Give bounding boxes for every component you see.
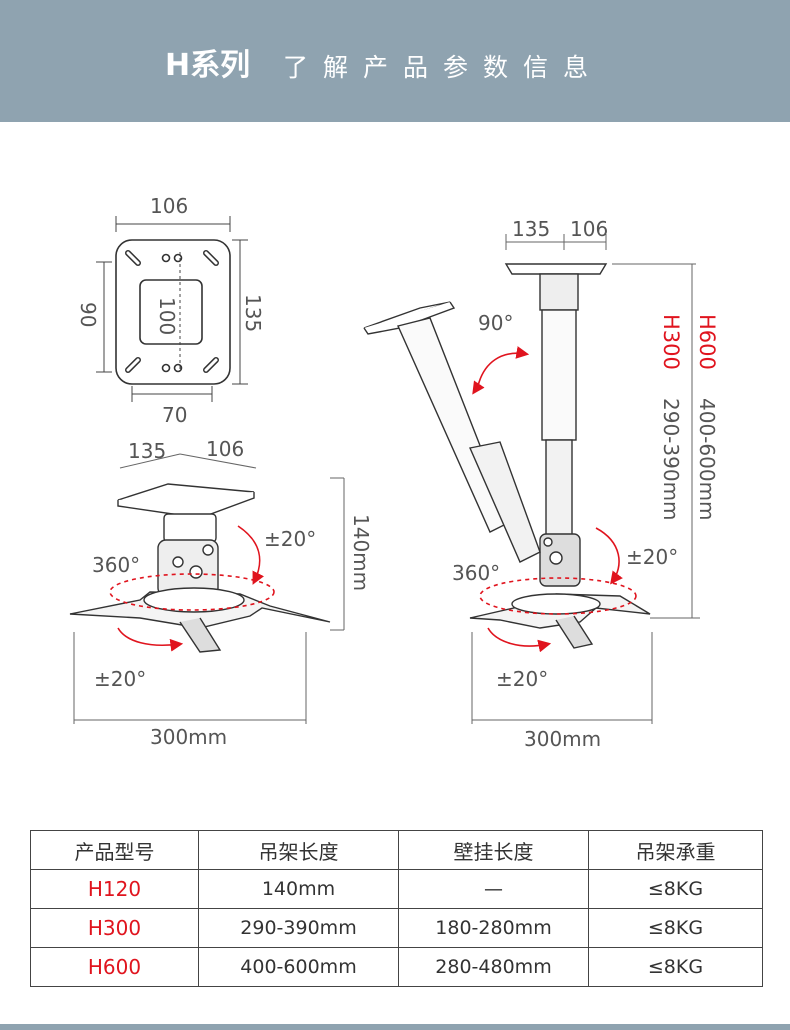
long-range-h600: 400-600mm — [695, 398, 719, 521]
long-tilt-angle-label: 90° — [478, 311, 513, 335]
cell-wall: 180-280mm — [398, 908, 589, 948]
short-width-dim: 300mm — [150, 725, 227, 749]
short-tilt-label: ±20° — [264, 527, 316, 551]
cell-wall: 280-480mm — [398, 947, 589, 987]
short-height-dim: 140mm — [349, 514, 373, 591]
header-banner: H系列 了解产品参数信息 — [0, 0, 790, 122]
header-model: 产品型号 — [30, 830, 199, 870]
cell-wall: — — [398, 869, 589, 909]
header-wall-length: 壁挂长度 — [398, 830, 589, 870]
mounting-plate — [115, 239, 231, 385]
table-header-row: 产品型号 吊架长度 壁挂长度 吊架承重 — [30, 830, 763, 870]
plate-inner-dim: 100 — [155, 297, 179, 335]
table-row: H300 290-390mm 180-280mm ≤8KG — [30, 908, 763, 948]
long-mount-dim-lines — [471, 234, 700, 724]
plate-dimension-lines — [96, 216, 248, 402]
plate-left-dim: 90 — [76, 302, 100, 327]
header-hang-length: 吊架长度 — [198, 830, 399, 870]
long-top-right-dim: 106 — [570, 217, 608, 241]
cell-load: ≤8KG — [588, 908, 763, 948]
long-model-h300: H300 — [659, 314, 683, 370]
product-diagram: 106 90 100 135 70 135 106 140mm ±20° 360… — [69, 194, 719, 751]
series-subtitle: 了解产品参数信息 — [283, 53, 604, 82]
short-top-left-dim: 135 — [128, 439, 166, 463]
short-mount-dim-lines — [73, 453, 345, 724]
plate-right-dim: 135 — [241, 294, 265, 332]
long-mount-arrows — [472, 346, 637, 653]
header-load: 吊架承重 — [588, 830, 763, 870]
cell-hang: 400-600mm — [198, 947, 399, 987]
plate-top-dim: 106 — [150, 194, 188, 218]
cell-model: H120 — [30, 869, 199, 909]
long-range-h300: 290-390mm — [659, 398, 683, 521]
long-width-dim: 300mm — [524, 727, 601, 751]
cell-hang: 290-390mm — [198, 908, 399, 948]
cell-model: H300 — [30, 908, 199, 948]
long-top-left-dim: 135 — [512, 217, 550, 241]
long-rotate-label: 360° — [452, 561, 500, 585]
short-mount-arrows — [109, 525, 275, 652]
cell-load: ≤8KG — [588, 869, 763, 909]
short-rotate-label: 360° — [92, 553, 140, 577]
short-swivel-label: ±20° — [94, 667, 146, 691]
long-tilt-label: ±20° — [626, 545, 678, 569]
series-title: H系列 — [165, 48, 251, 83]
plate-bottom-dim: 70 — [162, 403, 187, 427]
cell-model: H600 — [30, 947, 199, 987]
short-mount-drawing — [69, 483, 331, 653]
long-mount-drawing — [363, 263, 651, 649]
table-row: H120 140mm — ≤8KG — [30, 869, 763, 909]
cell-load: ≤8KG — [588, 947, 763, 987]
long-swivel-label: ±20° — [496, 667, 548, 691]
bottom-accent-bar — [0, 1024, 790, 1030]
cell-hang: 140mm — [198, 869, 399, 909]
spec-table: 产品型号 吊架长度 壁挂长度 吊架承重 H120 140mm — ≤8KG H3… — [30, 830, 763, 987]
short-top-right-dim: 106 — [206, 437, 244, 461]
table-row: H600 400-600mm 280-480mm ≤8KG — [30, 947, 763, 987]
long-model-h600: H600 — [695, 314, 719, 370]
